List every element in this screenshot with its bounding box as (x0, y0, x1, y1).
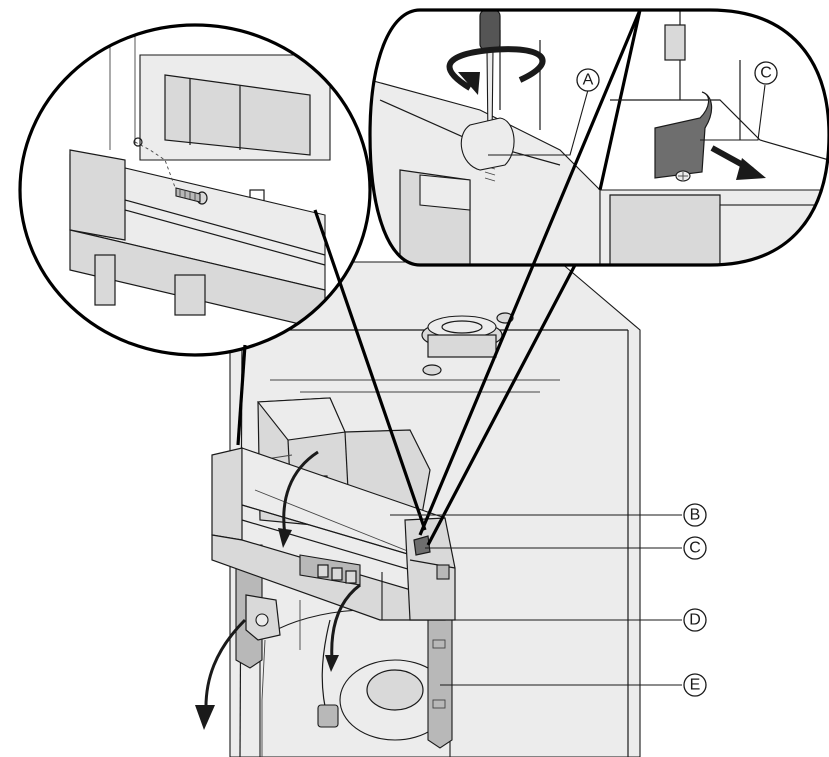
svg-text:B: B (690, 507, 701, 524)
motion-arrows (195, 450, 361, 730)
callout-c-detail: C (754, 61, 778, 85)
callout-a: A (576, 68, 600, 92)
callout-d: D (683, 608, 707, 632)
right-bracket-E (427, 619, 453, 749)
detail-view-screw (18, 23, 427, 531)
callout-c-main: C (683, 536, 707, 560)
small-screw-icon (675, 170, 691, 182)
callout-e: E (683, 673, 707, 697)
svg-text:C: C (689, 540, 701, 557)
callouts: A C B C D E (381, 61, 778, 697)
svg-text:A: A (583, 72, 594, 89)
callout-b: B (683, 503, 707, 527)
rotate-arrow-icon (446, 46, 546, 95)
clip-c (654, 91, 713, 179)
screw-icon (175, 187, 208, 205)
svg-text:E: E (690, 677, 701, 694)
pull-arrow-icon (710, 145, 766, 180)
svg-text:D: D (689, 612, 701, 629)
svg-text:C: C (760, 65, 772, 82)
